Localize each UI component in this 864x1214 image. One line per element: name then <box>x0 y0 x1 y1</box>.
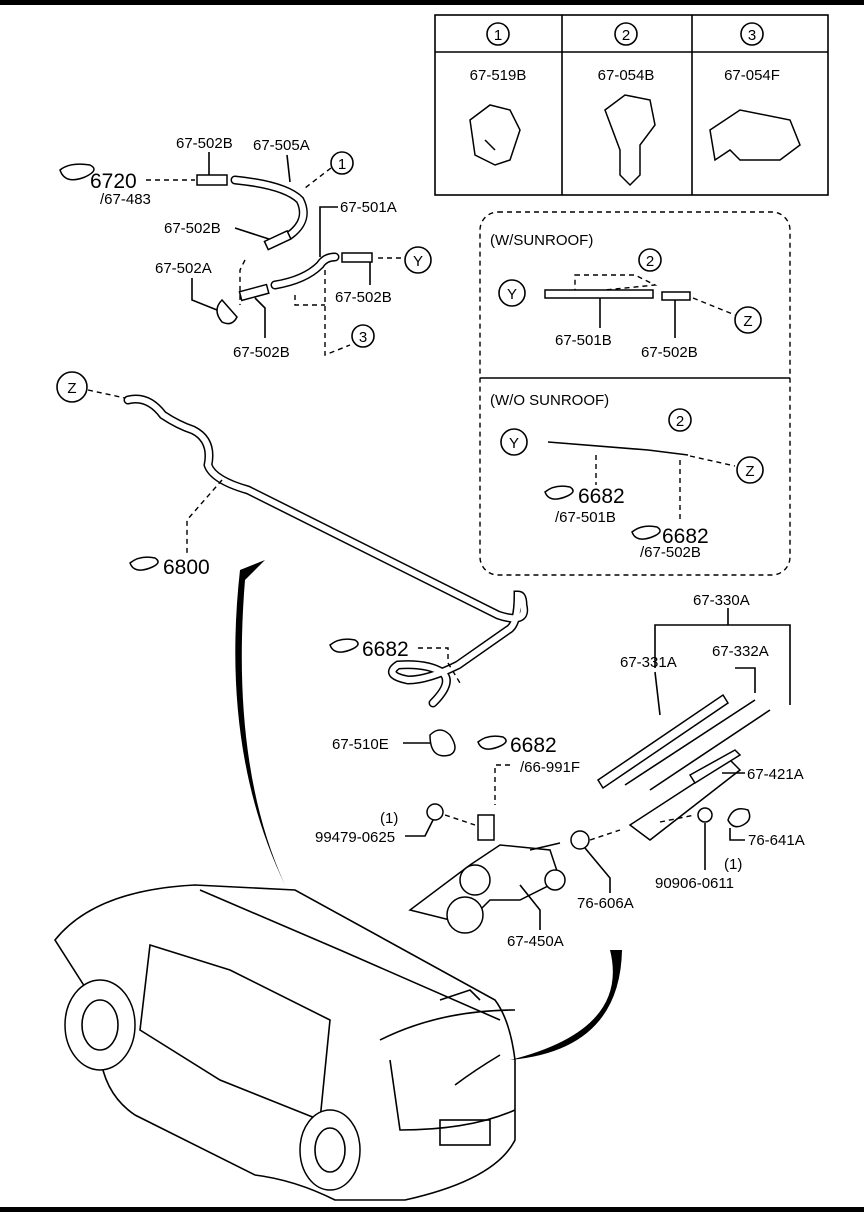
clip-ref-3: 3 <box>748 27 756 44</box>
bottom-border <box>0 1207 864 1212</box>
label-seal: 76-606A <box>577 895 634 912</box>
ref-6720: 6720 <box>90 170 137 193</box>
clip-ref-3-callout: 3 <box>359 329 367 346</box>
joint-top <box>196 174 228 186</box>
label-joint-mid: 67-502B <box>164 220 221 237</box>
clip-table: 1 2 3 67-519B 67-054B 67-054F <box>434 14 829 196</box>
with-clip-ref: 2 <box>646 253 654 270</box>
clip-3-drawing <box>709 109 801 162</box>
hand-pointer-icon <box>631 525 661 540</box>
label-joint-top: 67-502B <box>176 135 233 152</box>
label-nut: 90906-0611 <box>655 875 734 892</box>
with-hose-label: 67-501B <box>555 332 612 349</box>
ref-6800: 6800 <box>163 556 210 579</box>
sunroof-box: (W/SUNROOF) 2 Y Z 67-501B 67-502B (W/O S… <box>479 211 791 576</box>
label-motor: 67-450A <box>507 933 564 950</box>
hand-pointer-icon <box>477 735 507 750</box>
label-elbow: 67-502A <box>155 260 212 277</box>
with-sunroof-title: (W/SUNROOF) <box>490 232 593 249</box>
without-ref1-sub: /67-501B <box>555 509 616 526</box>
without-connector-y: Y <box>509 435 519 452</box>
label-blade: 67-331A <box>620 654 677 671</box>
nut-drawing <box>697 807 713 823</box>
ref-6682-b-sub: /66-991F <box>520 759 580 776</box>
clip-1-drawing <box>469 104 521 166</box>
with-joint-label: 67-502B <box>641 344 698 361</box>
label-hose-lower: 67-501A <box>340 199 397 216</box>
ref-6682-a: 6682 <box>362 638 409 661</box>
ref-6682-b: 6682 <box>510 734 557 757</box>
hand-pointer-icon <box>59 163 95 181</box>
hose-assembly: 6720 /67-483 67-502B 67-505A 1 67-502B 6… <box>59 135 432 361</box>
cap-drawing <box>727 808 751 828</box>
wiper-blade: 67-330A 67-331A 67-332A <box>596 592 791 791</box>
nozzle-drawing <box>429 729 456 757</box>
without-ref2-sub: /67-502B <box>640 544 701 561</box>
without-connector-z: Z <box>745 463 754 480</box>
without-clip-ref: 2 <box>676 413 684 430</box>
top-border <box>0 0 864 5</box>
without-sunroof-title: (W/O SUNROOF) <box>490 392 609 409</box>
with-connector-z: Z <box>743 313 752 330</box>
ref-6720-sub: /67-483 <box>100 191 151 208</box>
connector-y: Y <box>413 253 423 270</box>
label-bolt: 99479-0625 <box>315 829 395 846</box>
without-ref2: 6682 <box>662 525 709 548</box>
hand-pointer-icon <box>544 485 574 500</box>
label-joint-bottom: 67-502B <box>233 344 290 361</box>
label-cap: 76-641A <box>748 832 805 849</box>
main-hose: Z 6800 6682 <box>56 371 529 708</box>
wiper-arm-motor: 67-510E 6682 /66-991F 67-421A (1) 99479-… <box>315 729 805 950</box>
label-blade-assy: 67-330A <box>693 592 750 609</box>
clip-part-1: 67-519B <box>470 67 527 84</box>
arm-drawing <box>628 759 742 841</box>
elbow-drawing <box>216 298 238 325</box>
clip-part-2: 67-054B <box>598 67 655 84</box>
with-connector-y: Y <box>507 286 517 303</box>
label-nut-qty: (1) <box>724 856 742 873</box>
clip-ref-2: 2 <box>622 27 630 44</box>
hand-pointer-icon <box>129 556 159 571</box>
without-ref1: 6682 <box>578 485 625 508</box>
clip-ref-1-callout: 1 <box>338 156 346 173</box>
clip-ref-1: 1 <box>494 27 502 44</box>
connector-z: Z <box>67 380 76 397</box>
label-nozzle: 67-510E <box>332 736 389 753</box>
hand-pointer-icon <box>329 638 359 653</box>
seal-drawing <box>570 830 590 850</box>
label-rubber: 67-332A <box>712 643 769 660</box>
callout-arrow-right <box>510 950 622 1060</box>
label-bolt-qty: (1) <box>380 810 398 827</box>
clip-part-3: 67-054F <box>724 67 780 84</box>
vehicle-drawing <box>54 884 516 1201</box>
label-arm: 67-421A <box>747 766 804 783</box>
clip-2-drawing <box>604 94 656 187</box>
label-joint-right: 67-502B <box>335 289 392 306</box>
label-hose-upper: 67-505A <box>253 137 310 154</box>
callout-arrow-left <box>235 560 285 885</box>
